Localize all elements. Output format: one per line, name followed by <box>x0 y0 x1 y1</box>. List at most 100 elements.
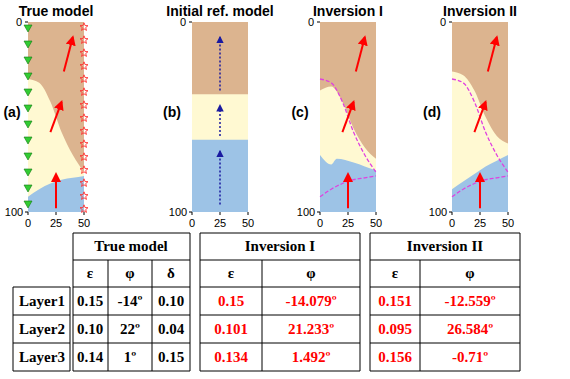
ray-arrow <box>488 37 497 71</box>
table-header: φ <box>125 265 134 282</box>
ray-arrow <box>219 37 221 90</box>
source-star <box>80 166 88 174</box>
table-cell: -0.71º <box>452 349 488 366</box>
receiver-triangle <box>24 57 32 64</box>
receiver-triangle <box>24 89 32 96</box>
table-cell: -14.079º <box>285 293 336 310</box>
table-cell: 0.156 <box>378 349 412 366</box>
axis-tick-label: 50 <box>242 217 254 229</box>
table-rule <box>13 371 70 372</box>
model-panel <box>317 22 376 215</box>
source-star <box>80 75 88 83</box>
table-rule <box>13 287 70 288</box>
layer-1-region <box>320 22 376 212</box>
row-label: Layer1 <box>19 293 65 310</box>
table-header: Inversion I <box>245 238 315 255</box>
table-rule <box>152 260 153 371</box>
table-rule <box>73 233 74 371</box>
table-header: δ <box>167 265 175 282</box>
table-cell: 22º <box>120 321 140 338</box>
ray-arrow <box>55 174 57 208</box>
table-header: ε <box>87 265 93 282</box>
table-rule <box>370 260 520 261</box>
table-cell: -14º <box>118 293 143 310</box>
table-rule <box>108 260 109 371</box>
axis-tick-label: 25 <box>50 217 62 229</box>
table-rule <box>370 343 520 344</box>
model-panel <box>25 22 84 215</box>
ray-arrow <box>64 37 73 71</box>
table-rule <box>73 371 190 372</box>
receiver-triangle <box>24 105 32 112</box>
table-cell: 0.14 <box>77 349 103 366</box>
axis-tick-label: 0 <box>449 217 455 229</box>
panel-tag: (b) <box>163 104 181 120</box>
layer-3-region <box>452 155 508 212</box>
table-cell: 26.584º <box>447 321 493 338</box>
receiver-triangle <box>24 185 32 192</box>
source-star <box>80 114 88 122</box>
axis-tick-label: 0 <box>308 16 314 28</box>
table-rule <box>200 260 360 261</box>
table-cell: 0.095 <box>378 321 412 338</box>
layer-1-region <box>28 22 84 212</box>
receiver-triangle <box>24 25 32 32</box>
table-cell: 0.134 <box>214 349 248 366</box>
axis-ticks <box>317 22 376 215</box>
ray-arrow <box>342 102 353 132</box>
table-cell: 0.10 <box>77 321 103 338</box>
layer-1-region <box>452 22 508 212</box>
table-cell: 0.04 <box>158 321 184 338</box>
table-rule <box>200 315 360 316</box>
table-header: φ <box>306 265 315 282</box>
table-cell: 0.101 <box>214 321 248 338</box>
layer-2-region <box>28 79 84 212</box>
axis-tick-label: 25 <box>214 217 226 229</box>
table-rule <box>13 343 70 344</box>
axis-tick-label: 0 <box>25 217 31 229</box>
axis-ticks <box>25 22 84 215</box>
table-rule <box>360 233 361 371</box>
panel-title: True model <box>19 3 94 19</box>
ray-arrow <box>356 37 365 71</box>
table-rule <box>70 287 71 371</box>
table-cell: -12.559º <box>444 293 495 310</box>
table-rule <box>73 287 190 288</box>
table-header: φ <box>465 265 474 282</box>
axis-tick-label: 25 <box>474 217 486 229</box>
table-header: True model <box>94 238 167 255</box>
model-panel <box>449 22 508 215</box>
axis-tick-label: 100 <box>5 206 23 218</box>
source-star <box>80 23 88 31</box>
layer-1-region <box>192 22 248 212</box>
true-boundary-line <box>320 79 376 172</box>
panel-title: Inversion II <box>443 3 517 19</box>
table-rule <box>13 287 14 371</box>
table-rule <box>370 287 520 288</box>
true-boundary-line <box>452 79 508 172</box>
table-header: ε <box>392 265 398 282</box>
table-cell: 0.15 <box>77 293 103 310</box>
ray-arrow <box>50 102 61 132</box>
source-star <box>80 127 88 135</box>
source-star <box>80 49 88 57</box>
table-cell: 1º <box>124 349 136 366</box>
source-star <box>80 153 88 161</box>
axis-tick-label: 50 <box>370 217 382 229</box>
table-rule <box>200 233 201 371</box>
source-star <box>80 36 88 44</box>
ray-arrow <box>219 106 221 136</box>
table-rule <box>73 315 190 316</box>
model-panel <box>189 22 248 215</box>
table-rule <box>370 233 520 234</box>
axis-tick-label: 50 <box>502 217 514 229</box>
axis-tick-label: 0 <box>180 16 186 28</box>
table-rule <box>190 233 191 371</box>
axis-tick-label: 0 <box>16 16 22 28</box>
table-rule <box>262 260 263 371</box>
layer-2-region <box>452 71 508 212</box>
axis-tick-label: 25 <box>342 217 354 229</box>
source-star <box>80 62 88 70</box>
source-star <box>80 179 88 187</box>
layer-3-region <box>192 140 248 212</box>
